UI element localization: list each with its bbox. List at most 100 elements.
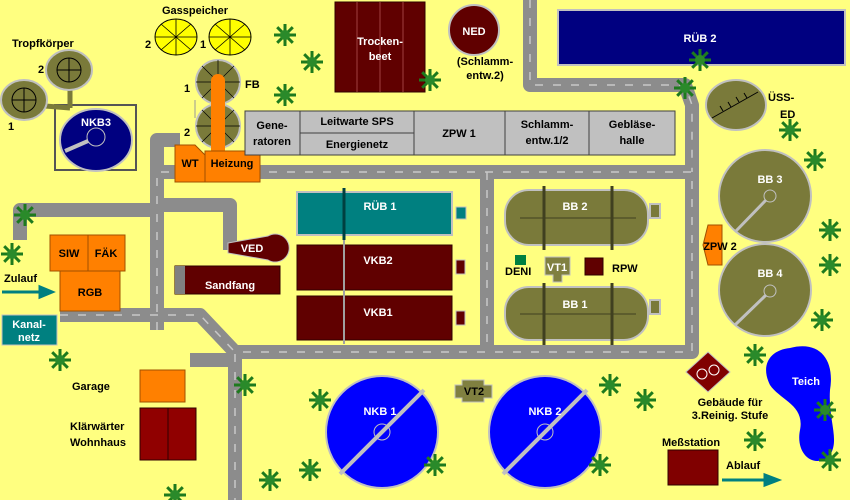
tree-icon (234, 374, 256, 396)
tree-icon (819, 449, 841, 471)
trickling-filter-1[interactable] (0, 79, 48, 121)
schlamm-label-1: Schlamm- (521, 119, 574, 131)
third-stage-label-1: Gebäude für (698, 397, 764, 409)
bb2-tank[interactable]: BB 2 (504, 186, 661, 250)
tree-icon (309, 389, 331, 411)
deni-building[interactable] (515, 255, 526, 265)
ablauf-arrow-icon (722, 472, 783, 488)
zpw2-building[interactable]: ZPW 2 (702, 224, 737, 266)
generatoren-label-1: Gene- (256, 120, 288, 132)
gas-storage-1[interactable] (208, 18, 252, 56)
rpw-label: RPW (612, 263, 638, 275)
trees (1, 24, 841, 500)
generatoren-building[interactable]: Gene- ratoren (244, 110, 301, 156)
teich-pond[interactable]: Teich (766, 346, 835, 461)
vkb1-basin[interactable]: VKB1 (296, 291, 466, 344)
tree-icon (274, 24, 296, 46)
tree-icon (744, 344, 766, 366)
trickling-filter-2[interactable] (45, 49, 93, 91)
tree-icon (814, 399, 836, 421)
third-stage-building[interactable] (685, 351, 731, 393)
zulauf-arrow-icon (2, 284, 56, 300)
rueb1-basin[interactable]: RÜB 1 (296, 188, 467, 240)
faek-label: FÄK (95, 247, 118, 260)
geblaesehalle-building[interactable]: Gebläse- halle (588, 110, 676, 156)
wohnhaus-building[interactable] (139, 407, 197, 461)
tree-icon (589, 454, 611, 476)
tree-icon (1, 243, 23, 265)
zpw1-label: ZPW 1 (442, 128, 476, 140)
leitwarte-building[interactable]: Leitwarte SPS (299, 110, 415, 134)
faek-building[interactable]: FÄK (87, 234, 126, 272)
teich-label: Teich (792, 376, 820, 388)
nkb3-clarifier[interactable]: NKB3 (59, 108, 133, 172)
bb1-label: BB 1 (562, 299, 587, 311)
tree-icon (164, 484, 186, 500)
tree-icon (811, 309, 833, 331)
ned-sub-label-1: (Schlamm- (457, 56, 514, 68)
sandfang-label: Sandfang (205, 280, 255, 292)
kanalnetz-label-2: netz (18, 332, 41, 344)
digester-pipe (211, 74, 225, 159)
vkb2-basin[interactable]: VKB2 (296, 240, 466, 294)
tree-icon (259, 469, 281, 491)
ed-label: ED (780, 109, 795, 121)
nkb2-clarifier[interactable]: NKB 2 (488, 375, 602, 489)
bb2-label: BB 2 (562, 201, 587, 213)
zpw2-label: ZPW 2 (703, 241, 737, 253)
rueb2-label: RÜB 2 (683, 32, 716, 45)
zpw1-building[interactable]: ZPW 1 (413, 110, 506, 156)
tree-icon (744, 429, 766, 451)
rpw-building[interactable] (584, 257, 604, 276)
schlammentwaesserung-building[interactable]: Schlamm- entw.1/2 (504, 110, 590, 156)
tree-icon (819, 219, 841, 241)
uess-ed-tank[interactable] (705, 79, 767, 131)
trockenbeet-label-2: beet (369, 51, 392, 63)
vt2-label: VT2 (464, 386, 484, 398)
messstation-building[interactable] (667, 449, 719, 486)
tree-icon (674, 77, 696, 99)
tk-1-label: 1 (8, 121, 14, 133)
heizung-building[interactable]: Heizung (204, 150, 261, 183)
vt1-label: VT1 (547, 262, 567, 274)
siw-building[interactable]: SIW (49, 234, 89, 272)
tree-icon (14, 204, 36, 226)
bb3-tank[interactable]: BB 3 (718, 149, 812, 243)
nkb1-clarifier[interactable]: NKB 1 (325, 375, 439, 489)
geblaese-label-2: halle (619, 135, 644, 147)
rgb-label: RGB (78, 287, 103, 299)
vkb2-label: VKB2 (363, 255, 392, 267)
nkb3-label: NKB3 (81, 117, 111, 129)
vt1-building[interactable]: VT1 (544, 256, 571, 283)
bb1-tank[interactable]: BB 1 (504, 283, 661, 345)
geblaese-label-1: Gebläse- (609, 119, 656, 131)
gas-2-label: 2 (145, 39, 151, 51)
vt2-building[interactable]: VT2 (454, 379, 493, 403)
third-stage-label-2: 3.Reinig. Stufe (692, 410, 768, 422)
fb-1-label: 1 (184, 83, 190, 95)
rgb-building[interactable]: RGB (59, 270, 121, 312)
nkb2-label: NKB 2 (528, 406, 561, 418)
sandfang[interactable]: Sandfang (174, 265, 281, 295)
heizung-label: Heizung (211, 158, 254, 170)
bb3-label: BB 3 (757, 174, 782, 186)
bb4-tank[interactable]: BB 4 (718, 243, 812, 337)
uess-label: ÜSS- (768, 91, 795, 104)
tree-icon (779, 119, 801, 141)
wt-building[interactable]: WT (174, 144, 206, 183)
ved-unit[interactable]: VED (227, 233, 290, 263)
energienetz-building[interactable]: Energienetz (299, 132, 415, 156)
tree-icon (299, 459, 321, 481)
fb-label: FB (245, 79, 260, 91)
kanalnetz-label-1: Kanal- (12, 319, 46, 331)
nkb1-label: NKB 1 (363, 406, 396, 418)
gasspeicher-label: Gasspeicher (162, 5, 229, 17)
gas-1-label: 1 (200, 39, 206, 51)
ablauf-label: Ablauf (726, 460, 761, 472)
ned-tank[interactable]: NED (448, 4, 500, 56)
kanalnetz-box[interactable]: Kanal- netz (1, 314, 58, 346)
garage-building[interactable] (139, 369, 186, 403)
trockenbeet[interactable]: Trocken- beet (334, 1, 426, 93)
gas-storage-2[interactable] (154, 18, 198, 56)
